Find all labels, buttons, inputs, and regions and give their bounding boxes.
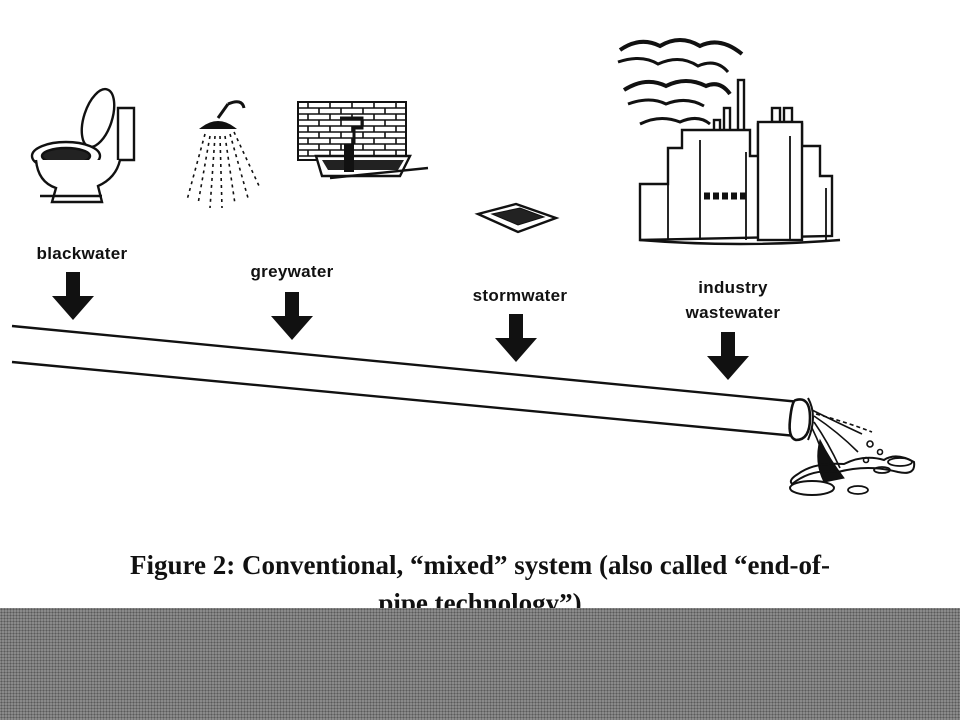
stormwater-label: stormwater (472, 286, 568, 305)
storm-drain-icon (474, 202, 560, 234)
toilet-icon (30, 87, 136, 204)
industry-label-line2: wastewater (685, 303, 781, 322)
sink-icon (297, 101, 429, 180)
halftone-bottom-band (0, 608, 960, 720)
industry-label-line1: industry (698, 278, 768, 297)
factory-icon (617, 38, 841, 246)
greywater-label: greywater (250, 262, 334, 281)
greywater-arrow (271, 292, 313, 340)
stormwater-arrow (495, 314, 537, 362)
figure-caption-line1: Figure 2: Conventional, “mixed” system (… (130, 550, 830, 580)
shower-icon (186, 100, 261, 209)
discharge-splash (789, 409, 916, 496)
blackwater-label: blackwater (36, 244, 128, 263)
sewer-pipe (11, 324, 814, 442)
industry-arrow (707, 332, 749, 380)
blackwater-arrow (52, 272, 94, 320)
